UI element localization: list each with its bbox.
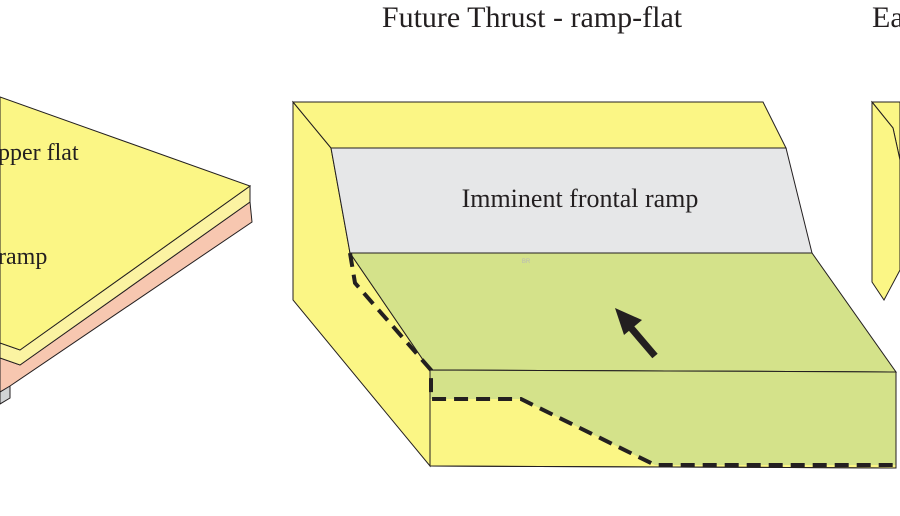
right-block-side <box>871 100 900 301</box>
right-block <box>870 100 900 301</box>
ramp-label: Imminent frontal ramp <box>462 184 699 213</box>
left-label-ramp: ramp <box>0 244 47 270</box>
right-title-partial: Ea <box>872 1 900 34</box>
transport-direction-arrow <box>615 308 658 359</box>
center-block-front-face-outline <box>429 369 897 469</box>
left-block-top-surface <box>0 96 252 351</box>
watermark: BR <box>522 259 531 265</box>
center-block: Imminent frontal ramp BR <box>291 100 897 469</box>
left-label-upper-flat: pper flat <box>0 140 79 166</box>
left-block: pper flat ramp <box>0 96 253 405</box>
center-title: Future Thrust - ramp-flat <box>382 1 683 34</box>
center-block-front-face-green <box>430 370 896 465</box>
center-block-back-top-strip <box>291 101 787 149</box>
thrust-trace-dashed <box>348 252 896 467</box>
